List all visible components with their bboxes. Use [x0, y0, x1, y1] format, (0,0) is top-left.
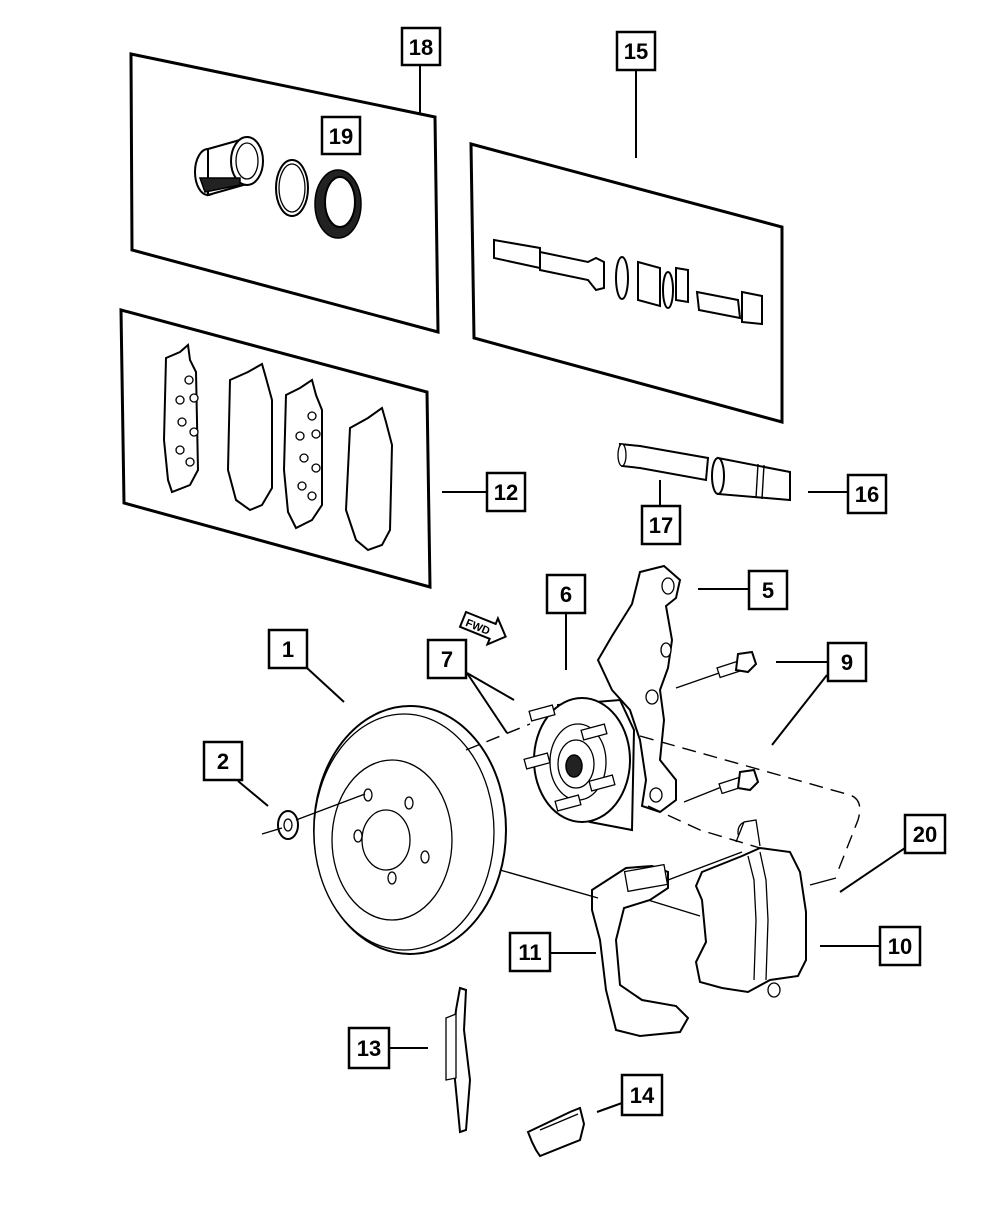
- callout-7[interactable]: 7: [426, 638, 468, 680]
- svg-text:1: 1: [282, 637, 294, 662]
- svg-text:15: 15: [624, 39, 648, 64]
- panel-brake-pad-kit: [119, 308, 432, 589]
- brake-rotor-part: [313, 705, 507, 955]
- svg-text:13: 13: [357, 1036, 381, 1061]
- callout-13[interactable]: 13: [347, 1026, 391, 1070]
- svg-text:16: 16: [855, 482, 879, 507]
- svg-text:9: 9: [841, 650, 853, 675]
- svg-text:6: 6: [560, 582, 572, 607]
- svg-text:5: 5: [762, 578, 774, 603]
- adapter-bolt-upper: [675, 650, 758, 689]
- svg-text:7: 7: [441, 647, 453, 672]
- caliper-adapter-part: [591, 863, 690, 1038]
- dust-boot: [314, 169, 362, 239]
- brake-pad-3: [282, 378, 323, 530]
- callout-14[interactable]: 14: [620, 1073, 664, 1117]
- hub-bearing-part: [523, 697, 636, 832]
- piston-seal-ring: [275, 159, 309, 217]
- caliper-part: [694, 819, 807, 998]
- callout-20[interactable]: 20: [903, 813, 947, 855]
- svg-text:20: 20: [913, 822, 937, 847]
- adapter-bolt-lower: [683, 768, 760, 803]
- callout-1[interactable]: 1: [267, 628, 309, 670]
- callout-17[interactable]: 17: [640, 504, 682, 546]
- callout-9[interactable]: 9: [826, 641, 868, 683]
- wheel-stud-parts: [523, 704, 616, 812]
- callout-6[interactable]: 6: [545, 573, 587, 615]
- guide-pin-part: [617, 442, 710, 482]
- assembly-lines: [465, 723, 861, 917]
- svg-text:17: 17: [649, 513, 673, 538]
- callout-18[interactable]: 18: [400, 26, 442, 67]
- callout-12[interactable]: 12: [485, 471, 527, 513]
- piston-part: [194, 136, 264, 197]
- guide-pin-bolt-part: [493, 238, 763, 326]
- callout-5[interactable]: 5: [747, 569, 789, 611]
- brake-pad-1: [162, 343, 200, 494]
- leader-lines: [237, 66, 909, 1113]
- svg-text:12: 12: [494, 480, 518, 505]
- svg-text:18: 18: [409, 35, 433, 60]
- steering-knuckle-part: [596, 564, 682, 814]
- svg-text:11: 11: [518, 940, 541, 965]
- callout-11[interactable]: 11: [508, 931, 552, 973]
- guide-pin-boot-part: [711, 456, 791, 502]
- abutment-clip-part: [526, 1106, 586, 1158]
- brake-pad-4: [344, 406, 394, 552]
- svg-text:14: 14: [630, 1083, 655, 1108]
- panel-guide-pin-kit: [469, 142, 784, 424]
- callout-15[interactable]: 15: [615, 30, 657, 72]
- callout-19[interactable]: 19: [320, 115, 362, 156]
- retainer-clip-part: [261, 793, 366, 840]
- svg-text:2: 2: [217, 749, 229, 774]
- brake-pad-2: [226, 362, 273, 512]
- anti-rattle-clip-part: [445, 986, 472, 1134]
- callout-2[interactable]: 2: [202, 740, 244, 782]
- callout-10[interactable]: 10: [878, 925, 922, 967]
- svg-text:19: 19: [329, 124, 353, 149]
- svg-text:10: 10: [888, 934, 912, 959]
- callout-16[interactable]: 16: [846, 473, 888, 515]
- panel-caliper-repair-kit: [129, 52, 440, 334]
